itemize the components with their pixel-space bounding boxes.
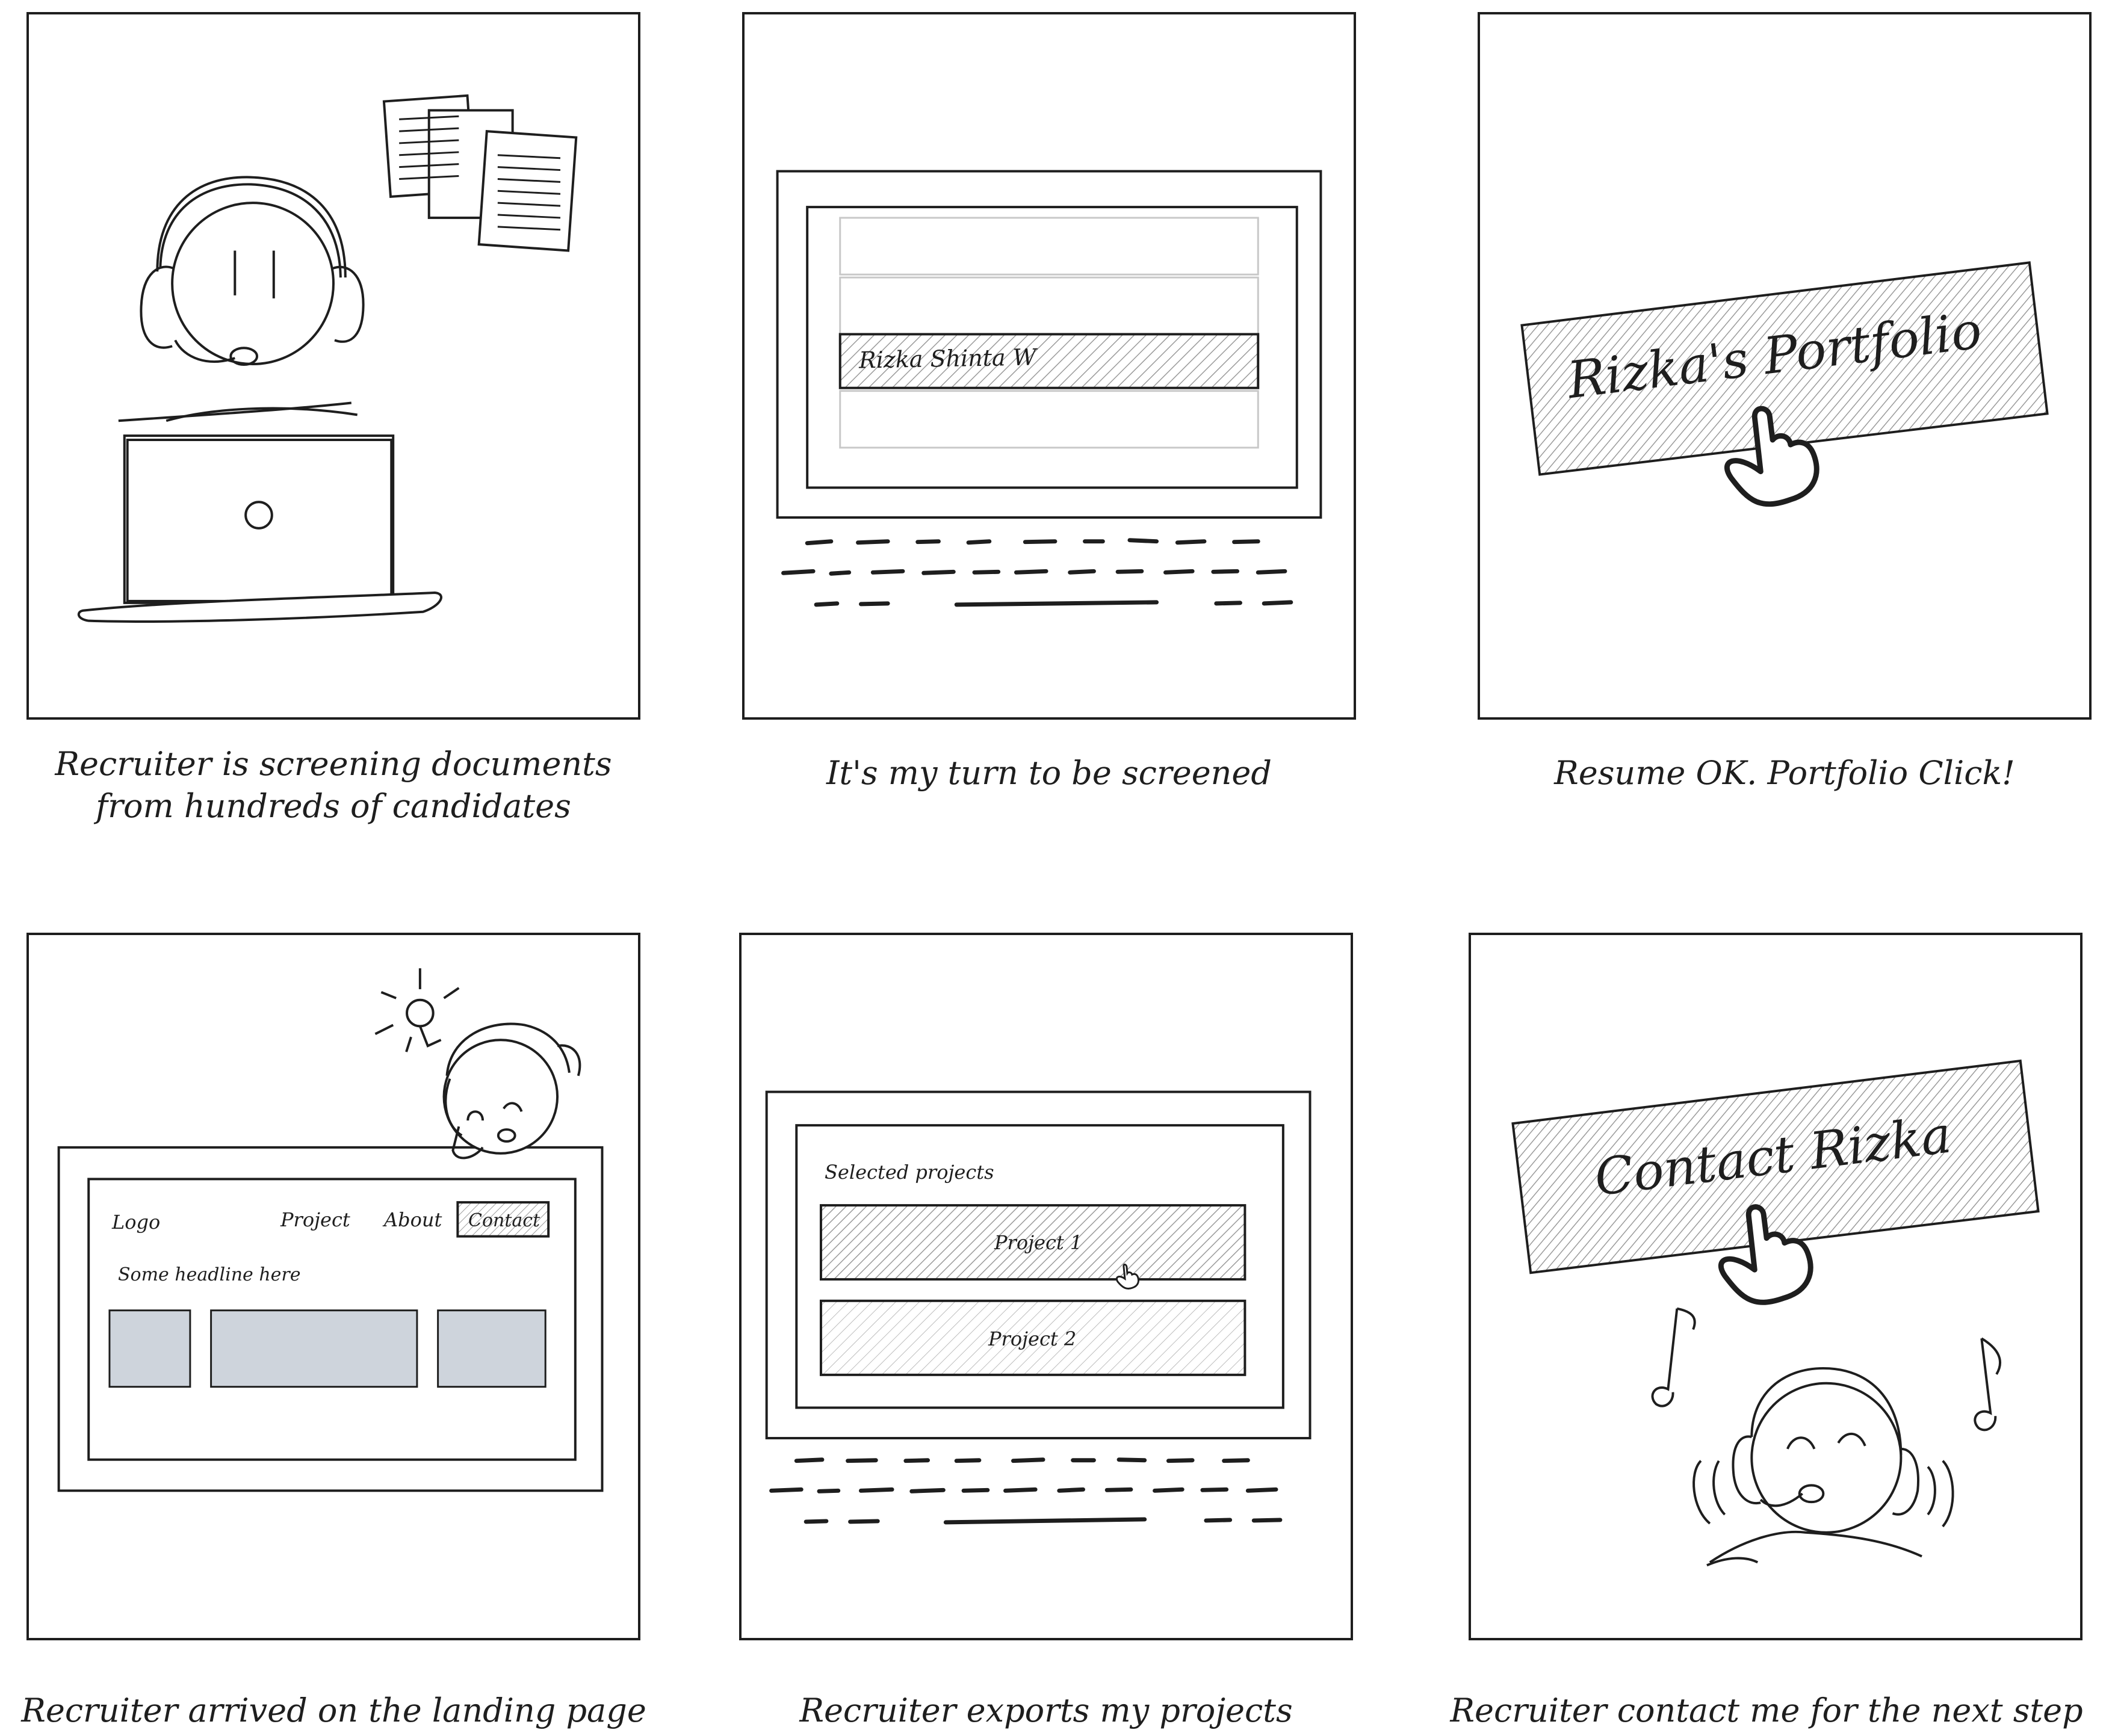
panel-landing: Logo Project About Contact Some headline… xyxy=(26,933,640,1640)
keyboard-icon xyxy=(781,538,1293,607)
project-2-card[interactable]: Project 2 xyxy=(988,1327,1077,1350)
excited-recruiter-icon xyxy=(442,1022,581,1160)
music-note-icon xyxy=(1651,1307,2001,1432)
laptop-icon xyxy=(77,401,442,623)
list-row-name[interactable]: Rizka Shinta W xyxy=(858,344,1037,374)
portfolio-button-shape xyxy=(1520,261,2049,476)
monitor-screen xyxy=(806,206,1298,489)
list-row-empty-1 xyxy=(839,217,1259,276)
caption-portfolio: Resume OK. Portfolio Click! xyxy=(1554,754,2015,792)
caption-my-turn: It's my turn to be screened xyxy=(826,754,1272,792)
cursor-hand-icon xyxy=(1115,1264,1139,1290)
project-2-card-shape xyxy=(819,1299,1246,1376)
list-row-empty-3 xyxy=(839,390,1259,449)
contact-button-shape xyxy=(1511,1059,2040,1274)
caption-contact: Recruiter contact me for the next step xyxy=(1450,1691,2083,1729)
caption-landing: Recruiter arrived on the landing page xyxy=(21,1691,646,1729)
image-placeholder-3 xyxy=(437,1309,547,1388)
monitor-with-list-illustration xyxy=(776,170,1322,607)
panel-my-turn: Rizka Shinta W xyxy=(742,12,1356,720)
image-placeholder-2 xyxy=(210,1309,418,1388)
monitor-frame xyxy=(776,170,1322,519)
nav-project-link[interactable]: Project xyxy=(280,1208,350,1231)
image-placeholder-1 xyxy=(108,1309,191,1388)
documents-icon xyxy=(382,94,578,252)
keyboard-icon xyxy=(769,1457,1283,1525)
panel-contact: Contact Rizka xyxy=(1469,933,2083,1640)
monitor-screen xyxy=(795,1124,1284,1409)
projects-section-title: Selected projects xyxy=(825,1161,994,1184)
landing-headline: Some headline here xyxy=(118,1264,301,1285)
happy-recruiter-icon xyxy=(1692,1367,1954,1567)
caption-projects: Recruiter exports my projects xyxy=(799,1691,1293,1729)
nav-contact-button-shape xyxy=(456,1201,550,1238)
project-1-card[interactable]: Project 1 xyxy=(994,1231,1083,1254)
project-1-card-shape xyxy=(819,1204,1246,1281)
pointer-hand-icon xyxy=(1718,1204,1813,1305)
list-row-empty-2 xyxy=(839,276,1259,335)
lightbulb-icon xyxy=(374,968,460,1052)
pointer-hand-icon xyxy=(1724,406,1819,507)
caption-screening: Recruiter is screening documents from hu… xyxy=(55,745,612,825)
panel-portfolio: Rizka's Portfolio xyxy=(1478,12,2092,720)
recruiter-head-icon xyxy=(140,176,365,366)
recruiter-at-laptop-illustration xyxy=(77,94,578,623)
nav-contact-button[interactable]: Contact xyxy=(468,1210,540,1231)
panel-screening xyxy=(26,12,640,720)
landing-page-screen xyxy=(87,1178,577,1461)
monitor-frame xyxy=(57,1146,604,1492)
list-row-highlighted xyxy=(838,333,1260,389)
nav-about-link[interactable]: About xyxy=(384,1208,442,1231)
nav-logo[interactable]: Logo xyxy=(112,1211,161,1234)
monitor-frame xyxy=(765,1090,1311,1439)
panel-projects: Selected projects Project 1 Project 2 xyxy=(739,933,1353,1640)
